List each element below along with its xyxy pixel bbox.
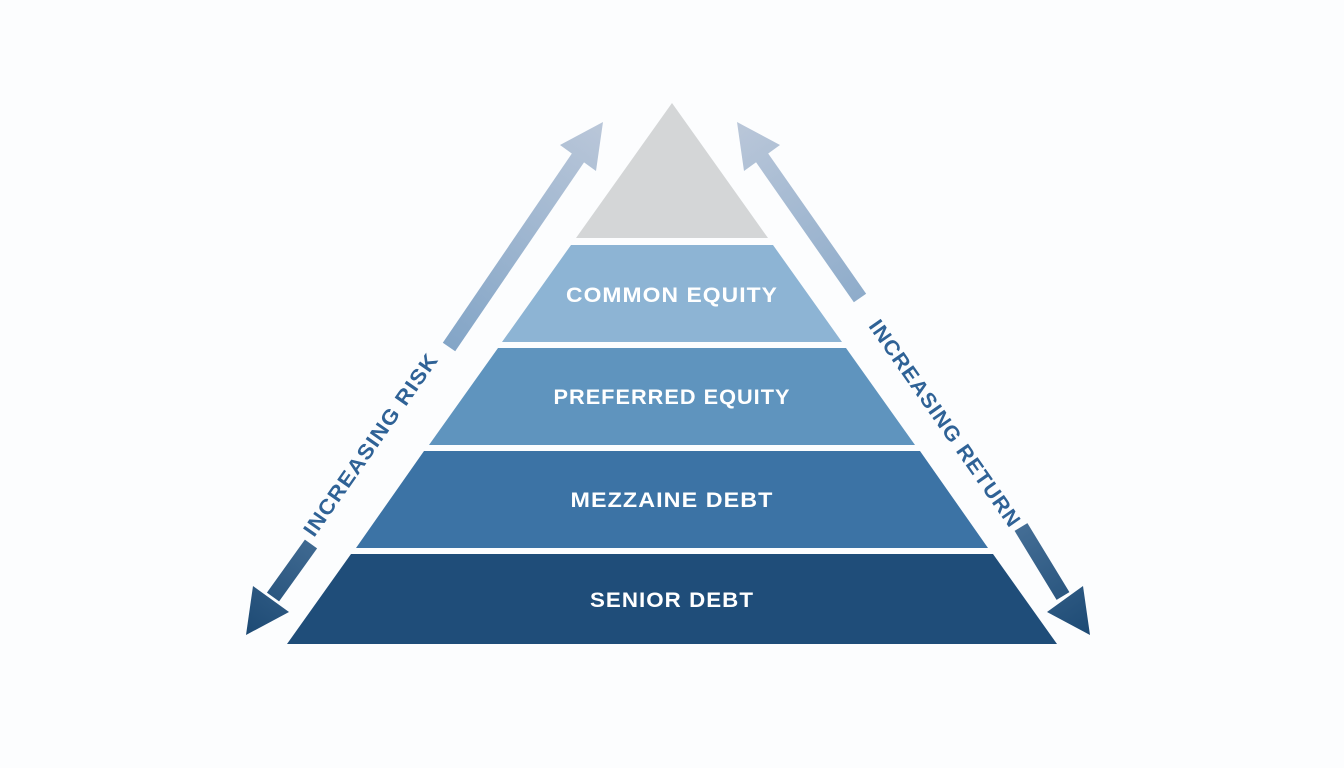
risk-arrow-up-head-icon [560,122,603,171]
label-mezzaine-debt: MEZZAINE DEBT [571,488,774,512]
pyramid-level-senior-debt [287,554,1057,644]
pyramid-level-mezzaine-debt [356,451,988,548]
risk-arrow-down-head-icon [246,586,289,635]
risk-arrow-upper-shaft [442,147,589,352]
label-senior-debt: SENIOR DEBT [590,588,754,612]
pyramid-level-common-equity [502,245,842,342]
return-arrow-upper-shaft [751,147,867,303]
return-arrow-lower-shaft [1014,523,1070,600]
risk-arrow-lower-shaft [266,539,318,602]
pyramid-labels: COMMON EQUITY PREFERRED EQUITY MEZZAINE … [554,283,791,612]
pyramid-apex [576,103,768,238]
label-preferred-equity: PREFERRED EQUITY [554,385,791,409]
pyramid-level-preferred-equity [429,348,915,445]
label-common-equity: COMMON EQUITY [566,283,778,307]
return-arrow-up-head-icon [737,122,780,171]
pyramid [287,103,1057,644]
return-arrow-down-head-icon [1047,586,1090,635]
